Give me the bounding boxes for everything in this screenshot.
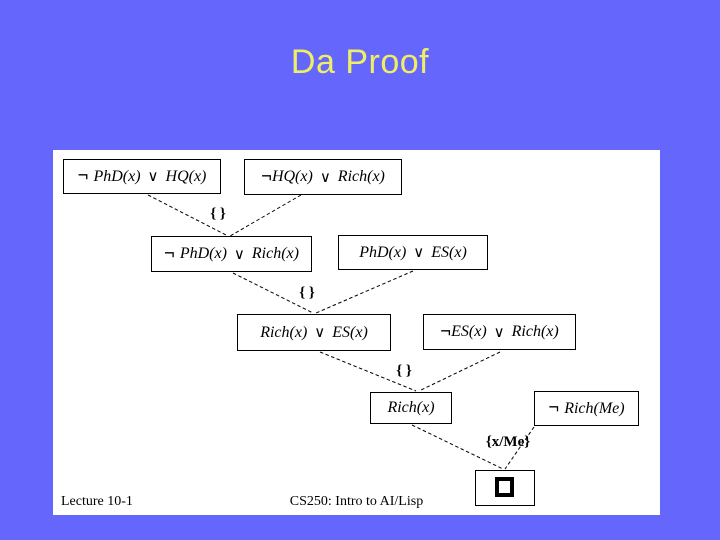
not-symbol: ¬	[77, 165, 89, 186]
empty-clause-icon	[495, 477, 514, 497]
not-symbol: ¬	[164, 242, 175, 264]
edge-d-to-e	[315, 270, 414, 314]
or-symbol: ∨	[413, 245, 425, 261]
or-symbol: ∨	[233, 246, 245, 263]
clause-box-not-rich-me: ¬Rich(Me)	[534, 391, 639, 426]
literal: Rich(x)	[387, 399, 435, 416]
literal: Rich(x)	[260, 323, 308, 341]
not-symbol: ¬	[548, 397, 560, 418]
empty-clause-box	[475, 470, 535, 506]
edge-a-to-c	[147, 194, 229, 237]
substitution-label-3: { }	[396, 363, 412, 379]
literal: HQ(x)	[165, 167, 207, 185]
slide-title: Da Proof	[290, 43, 430, 81]
edge-c-to-e	[232, 272, 314, 314]
not-symbol: ¬	[440, 320, 452, 342]
literal: Rich(Me)	[564, 399, 625, 417]
edge-b-to-c	[229, 194, 302, 237]
proof-panel: ¬PhD(x)∨HQ(x) ¬HQ(x)∨Rich(x) ¬PhD(x)∨Ric…	[53, 150, 660, 515]
substitution-label-1: { }	[210, 206, 226, 222]
clause-box-not-phd-or-hq: ¬PhD(x) ∨ HQ(x)	[63, 159, 221, 194]
or-symbol: ∨	[319, 169, 331, 186]
resolution-edges	[147, 194, 535, 470]
clause-box-rich-or-es: Rich(x) ∨ ES(x)	[237, 314, 391, 351]
literal: ES(x)	[431, 243, 467, 261]
literal: PhD(x)	[93, 167, 141, 185]
or-symbol: ∨	[314, 325, 326, 341]
or-symbol: ∨	[493, 324, 505, 341]
literal: ES(x)	[332, 323, 368, 341]
edge-g-to-empty	[411, 424, 504, 470]
footer-lecture-number: Lecture 10-1	[61, 494, 133, 509]
literal: PhD(x)	[179, 245, 227, 262]
clause-box-not-phd-or-rich: ¬PhD(x) ∨ Rich(x)	[151, 236, 312, 272]
footer-course-name: CS250: Intro to AI/Lisp	[289, 494, 424, 509]
or-symbol: ∨	[147, 169, 159, 185]
clause-box-not-hq-or-rich: ¬HQ(x) ∨ Rich(x)	[244, 159, 402, 195]
literal: HQ(x)	[271, 168, 313, 185]
clause-box-not-es-or-rich: ¬ES(x) ∨ Rich(x)	[423, 314, 576, 350]
edge-h-to-empty	[504, 426, 535, 470]
literal: ES(x)	[451, 323, 487, 340]
substitution-label-2: { }	[299, 285, 315, 301]
literal: Rich(x)	[337, 168, 385, 185]
literal: PhD(x)	[359, 243, 407, 261]
substitution-label-x-me: {x/Me}	[485, 434, 531, 450]
edge-f-to-g	[418, 351, 501, 392]
edge-e-to-g	[319, 351, 417, 392]
not-symbol: ¬	[261, 165, 272, 187]
clause-box-phd-or-es: PhD(x) ∨ ES(x)	[338, 235, 488, 270]
literal: Rich(x)	[251, 245, 299, 262]
literal: Rich(x)	[511, 323, 559, 340]
clause-box-rich: Rich(x)	[370, 392, 452, 424]
